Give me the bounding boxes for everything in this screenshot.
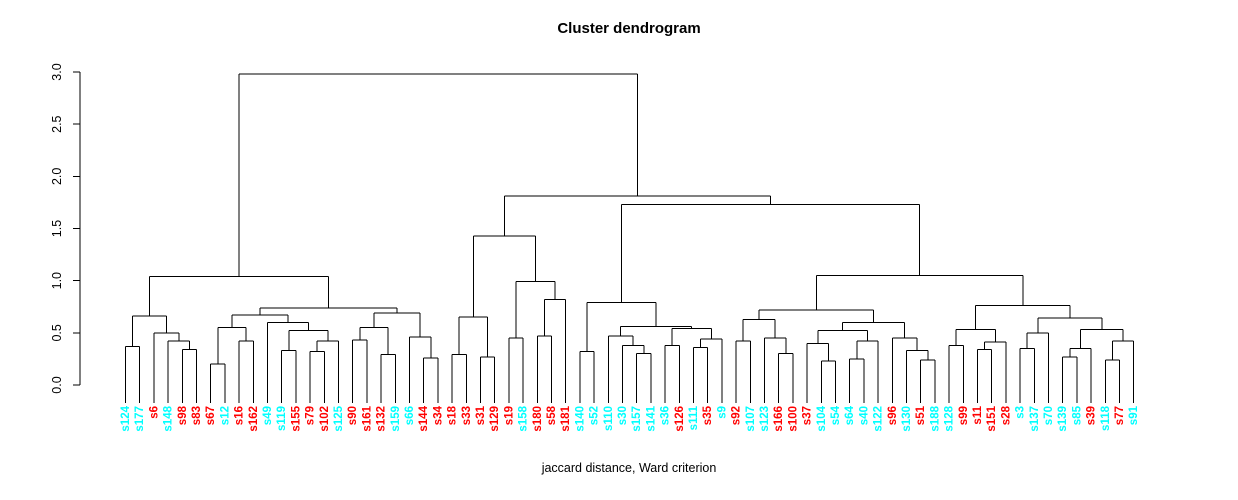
leaf-label: s141: [645, 405, 657, 431]
leaf-label: s124: [120, 405, 132, 431]
leaf-label: s19: [503, 406, 515, 425]
leaf-label: s58: [546, 405, 558, 425]
leaf-label: s6: [148, 406, 160, 419]
leaf-label: s18: [447, 405, 459, 425]
leaf-label: s100: [787, 406, 799, 432]
leaf-label: s177: [134, 406, 146, 432]
leaf-label: s102: [319, 406, 331, 432]
leaf-label: s49: [262, 406, 274, 425]
leaf-label: s107: [745, 406, 757, 432]
leaf-label: s123: [759, 406, 771, 432]
y-tick-label: 1.5: [50, 220, 64, 237]
leaf-label: s92: [731, 406, 743, 425]
leaf-label: s3: [1015, 406, 1027, 419]
leaf-label: s90: [347, 406, 359, 425]
leaf-label: s157: [631, 406, 643, 432]
leaf-label: s148: [163, 405, 175, 431]
leaf-label: s79: [305, 406, 317, 425]
leaf-label: s99: [958, 406, 970, 425]
leaf-label: s126: [674, 406, 686, 432]
leaf-label: s30: [617, 406, 629, 425]
leaf-label: s119: [276, 406, 288, 431]
leaf-label: s118: [1100, 405, 1112, 431]
leaf-label: s125: [333, 405, 345, 431]
leaf-label: s110: [603, 406, 615, 431]
leaf-label: s144: [418, 405, 430, 431]
chart-title: Cluster dendrogram: [557, 20, 701, 37]
leaf-label: s39: [1086, 406, 1098, 425]
leaf-label: s51: [915, 405, 927, 425]
leaf-label: s33: [461, 406, 473, 425]
leaf-label: s122: [873, 406, 885, 432]
leaf-label: s137: [1029, 406, 1041, 432]
leaf-label: s129: [489, 406, 501, 432]
y-tick-label: 0.0: [50, 376, 64, 393]
leaf-label: s66: [404, 406, 416, 425]
y-tick-label: 1.0: [50, 272, 64, 289]
leaf-label: s40: [858, 406, 870, 425]
y-tick-label: 0.5: [50, 324, 64, 341]
leaf-label: s16: [234, 406, 246, 425]
leaf-label: s96: [887, 406, 899, 425]
leaf-label: s52: [589, 406, 601, 425]
leaf-label: s159: [390, 406, 402, 432]
leaf-label: s181: [560, 405, 572, 431]
leaf-label: s9: [716, 406, 728, 419]
leaf-label: s132: [376, 406, 388, 432]
y-tick-label: 3.0: [50, 63, 64, 80]
leaf-label: s64: [844, 405, 856, 425]
leaf-label: s35: [702, 405, 714, 425]
leaf-label: s111: [688, 405, 700, 430]
leaf-label: s128: [944, 405, 956, 431]
y-axis: 0.0 0.5 1.0 1.5 2.0 2.5 3.0: [50, 63, 81, 394]
leaf-label: s151: [986, 405, 998, 431]
leaf-label: s140: [574, 406, 586, 432]
leaf-label: s158: [518, 405, 530, 431]
leaf-label: s139: [1057, 406, 1069, 432]
leaf-label: s11: [972, 405, 984, 424]
leaf-label: s161: [361, 405, 373, 431]
leaf-label: s37: [802, 406, 814, 425]
leaf-label: s104: [816, 405, 828, 431]
leaf-label: s98: [177, 405, 189, 425]
leaf-label: s54: [830, 405, 842, 425]
leaf-label: s70: [1043, 406, 1055, 425]
leaf-label: s36: [660, 406, 672, 425]
leaf-label: s180: [532, 406, 544, 432]
y-tick-label: 2.0: [50, 168, 64, 185]
leaf-label: s67: [205, 406, 217, 425]
leaf-label: s91: [1128, 405, 1140, 425]
y-tick-label: 2.5: [50, 115, 64, 132]
leaf-label: s77: [1114, 406, 1126, 425]
leaf-label: s31: [475, 405, 487, 425]
leaf-label: s34: [432, 405, 444, 425]
leaf-label: s155: [290, 405, 302, 431]
leaf-label: s85: [1071, 405, 1083, 425]
leaf-label: s83: [191, 406, 203, 425]
leaf-label: s188: [929, 405, 941, 431]
x-axis-label: jaccard distance, Ward criterion: [541, 461, 717, 475]
leaf-label: s28: [1000, 405, 1012, 425]
leaf-label: s12: [219, 406, 231, 425]
dendrogram-tree: [125, 73, 1135, 403]
leaf-label: s166: [773, 406, 785, 432]
leaf-label: s130: [901, 406, 913, 432]
leaf-label: s162: [248, 406, 260, 432]
